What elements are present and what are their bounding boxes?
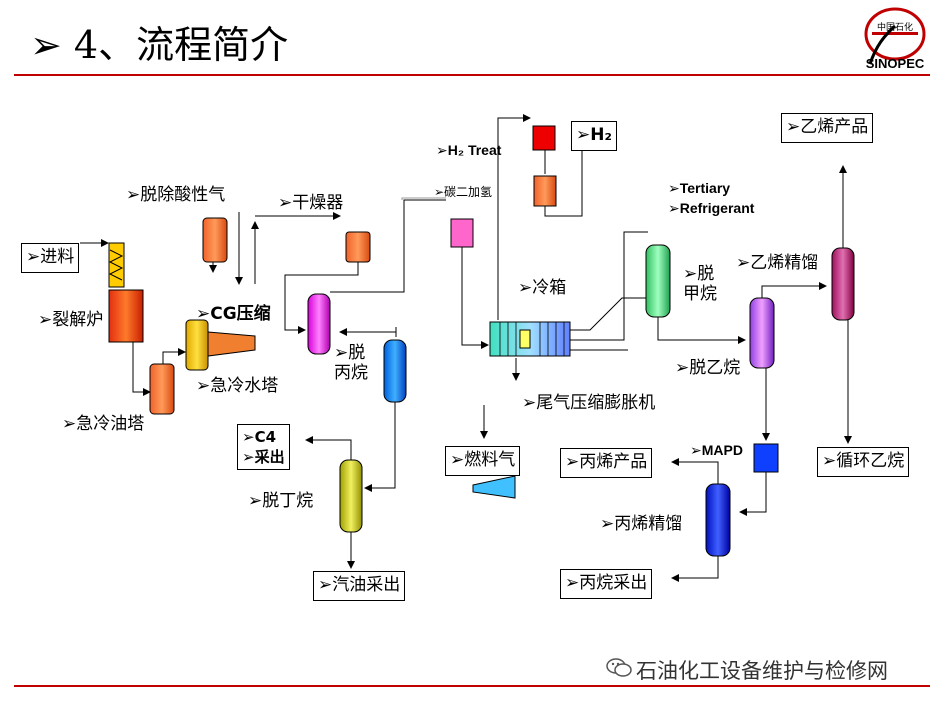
- ethylene-fractionator: [831, 247, 855, 321]
- cold-box-label: ➢冷箱: [518, 278, 567, 298]
- sinopec-logo: 中国石化 SINOPEC: [864, 7, 926, 71]
- debutanizer-column: [339, 459, 363, 533]
- mapd-reactor: [753, 443, 779, 473]
- deethanizer-label: ➢脱乙烷: [675, 358, 741, 378]
- debutanizer-label: ➢脱丁烷: [248, 491, 314, 511]
- fuel-gas-label: ➢燃料气: [445, 446, 521, 476]
- acetylene-hydrogenation-reactor: [450, 218, 474, 248]
- acid-gas-removal-tower: [202, 217, 228, 263]
- expander: [472, 475, 516, 499]
- recycle-ethane-label: ➢循环乙烷: [817, 447, 910, 477]
- footer-divider: [14, 685, 930, 687]
- mapd-label: ➢MAPD: [690, 442, 743, 458]
- svg-text:SINOPEC: SINOPEC: [866, 56, 925, 71]
- cg-compress-label: ➢CG压缩: [196, 304, 271, 324]
- cracker-label: ➢裂解炉: [38, 310, 104, 330]
- cg-compressor: [207, 331, 256, 357]
- propylene-product-label: ➢丙烯产品: [560, 448, 653, 478]
- title-divider: [14, 74, 930, 76]
- propylene-frac-label: ➢丙烯精馏: [600, 514, 683, 534]
- depropanizer-column: [383, 339, 407, 403]
- h2-methanator: [532, 125, 556, 151]
- quench-water-tower: [185, 319, 209, 371]
- wechat-icon: [606, 658, 632, 677]
- quench-oil-tower: [149, 363, 175, 415]
- demethanizer-label: ➢脱 甲烷: [683, 264, 717, 304]
- dryer-vessel: [345, 231, 371, 263]
- demethanizer-column: [645, 244, 671, 318]
- dryer-label: ➢干燥器: [278, 193, 344, 213]
- feed-label: ➢进料: [21, 243, 80, 273]
- page-title: ➢ 4、流程简介: [30, 23, 289, 67]
- watermark-text: 石油化工设备维护与检修网: [636, 659, 888, 683]
- h2-treat-label: ➢H₂ Treat: [436, 142, 502, 158]
- tertiary-label: ➢Tertiary: [668, 180, 731, 196]
- propane-label: ➢丙烷采出: [560, 569, 653, 599]
- front-end-column: [307, 293, 331, 355]
- h2-label: ➢H₂: [571, 121, 617, 151]
- gasoline-label: ➢汽油采出: [313, 571, 406, 601]
- cold-box: [489, 321, 571, 357]
- acid-gas-label: ➢脱除酸性气: [126, 185, 226, 205]
- ethylene-product-label: ➢乙烯产品: [781, 113, 874, 143]
- depropanizer-label: ➢脱 丙烷: [334, 343, 368, 383]
- quench-water-label: ➢急冷水塔: [196, 376, 279, 396]
- c4-label: ➢C4 ➢采出: [237, 424, 290, 470]
- propylene-fractionator: [705, 483, 731, 557]
- cracking-furnace: [108, 289, 144, 343]
- refrigerant-label: ➢Refrigerant: [668, 200, 755, 216]
- ethylene-frac-label: ➢乙烯精馏: [736, 253, 819, 273]
- tail-gas-label: ➢尾气压缩膨胀机: [522, 393, 656, 413]
- deethanizer-column: [749, 297, 775, 369]
- quench-oil-label: ➢急冷油塔: [62, 414, 145, 434]
- acetylene-hydro-label: ➢碳二加氢: [434, 185, 493, 199]
- h2-dryer: [533, 175, 557, 207]
